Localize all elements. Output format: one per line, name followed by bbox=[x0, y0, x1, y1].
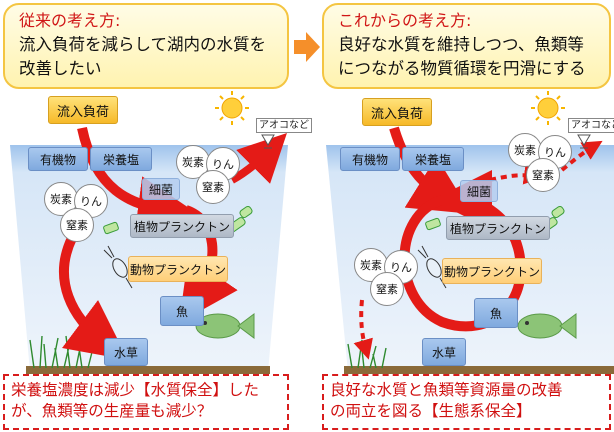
right-panel: これからの考え方: 良好な水質を維持しつつ、魚類等 につながる物質循環を円滑にす… bbox=[322, 0, 614, 432]
right-nitrogen-circle: 窒素 bbox=[526, 158, 560, 192]
left-conclusion-line1: 栄養塩濃度は減少【水質保全】した bbox=[11, 381, 260, 399]
right-sun-icon bbox=[531, 91, 565, 125]
left-header-line2: 改善したい bbox=[19, 59, 102, 78]
right-header-title: これからの考え方: bbox=[338, 11, 472, 30]
left-conclusion-box: 栄養塩濃度は減少【水質保全】した が、魚類等の生産量も減少？ bbox=[3, 374, 289, 430]
left-header-title: 従来の考え方: bbox=[19, 11, 121, 30]
left-nitrogen-circle-2: 窒素 bbox=[60, 208, 94, 242]
left-header-box: 従来の考え方: 流入負荷を減らして湖内の水質を 改善したい bbox=[3, 3, 289, 89]
left-phytoplankton-tag: 植物プランクトン bbox=[130, 214, 234, 238]
right-fish-icon bbox=[517, 313, 577, 339]
right-water-surface-icon bbox=[577, 134, 591, 146]
right-fish-tag: 魚 bbox=[474, 298, 518, 328]
right-nitrogen-circle-2: 窒素 bbox=[370, 272, 404, 306]
left-arrow-to-algae bbox=[230, 133, 287, 184]
left-conclusion-line2: が、魚類等の生産量も減少？ bbox=[11, 402, 213, 420]
left-header-line1: 流入負荷を減らして湖内の水質を bbox=[19, 35, 267, 54]
left-organic-tag: 有機物 bbox=[28, 147, 88, 171]
left-arrow-inflow-to-plankton bbox=[77, 126, 198, 236]
right-arrow-dotted-out bbox=[560, 140, 603, 172]
left-zooplankton-icon bbox=[103, 245, 133, 289]
right-organic-tag: 有機物 bbox=[340, 147, 400, 171]
right-conclusion-box: 良好な水質と魚類等資源量の改善 の両立を図る【生態系保全】 bbox=[322, 374, 611, 430]
left-sun-icon bbox=[215, 91, 249, 125]
left-algae-label: アオコなど bbox=[256, 118, 312, 133]
right-header-box: これからの考え方: 良好な水質を維持しつつ、魚類等 につながる物質循環を円滑にす… bbox=[322, 3, 611, 89]
left-arrow-nutrients-to-plants bbox=[59, 235, 128, 361]
right-inflow-tag: 流入負荷 bbox=[362, 98, 432, 126]
left-nutrients-tag: 栄養塩 bbox=[90, 147, 152, 171]
right-conclusion-line1: 良好な水質と魚類等資源量の改善 bbox=[330, 381, 563, 399]
left-inflow-tag: 流入負荷 bbox=[48, 96, 118, 124]
left-lake-bottom bbox=[26, 366, 270, 374]
right-header-line2: につながる物質循環を円滑にする bbox=[338, 59, 586, 78]
left-fish-icon bbox=[195, 313, 255, 339]
left-nitrogen-circle: 窒素 bbox=[196, 170, 230, 204]
right-header-line1: 良好な水質を維持しつつ、魚類等 bbox=[338, 35, 584, 54]
left-panel: 従来の考え方: 流入負荷を減らして湖内の水質を 改善したい bbox=[0, 0, 312, 432]
left-aquatic-plants-tag: 水草 bbox=[104, 338, 148, 366]
right-arrow-dotted-plants bbox=[353, 299, 373, 360]
right-arrow-dotted-algae bbox=[489, 164, 544, 185]
right-conclusion-line2: の両立を図る【生態系保全】 bbox=[330, 402, 532, 420]
left-bacteria-tag: 細菌 bbox=[142, 178, 180, 200]
left-fish-tag: 魚 bbox=[160, 296, 204, 326]
left-water-surface-icon bbox=[261, 134, 275, 146]
right-lake-bottom bbox=[344, 366, 614, 374]
right-zooplankton-tag: 動物プランクトン bbox=[442, 258, 542, 284]
right-bacteria-tag: 細菌 bbox=[460, 180, 498, 202]
right-zooplankton-icon bbox=[417, 245, 447, 289]
right-arrow-icon bbox=[294, 32, 320, 62]
right-nutrients-tag: 栄養塩 bbox=[402, 147, 464, 171]
right-algae-label: アオコなど bbox=[568, 118, 614, 133]
right-aquatic-plants-tag: 水草 bbox=[422, 338, 466, 366]
right-phytoplankton-tag: 植物プランクトン bbox=[446, 216, 550, 240]
left-zooplankton-tag: 動物プランクトン bbox=[128, 256, 228, 282]
